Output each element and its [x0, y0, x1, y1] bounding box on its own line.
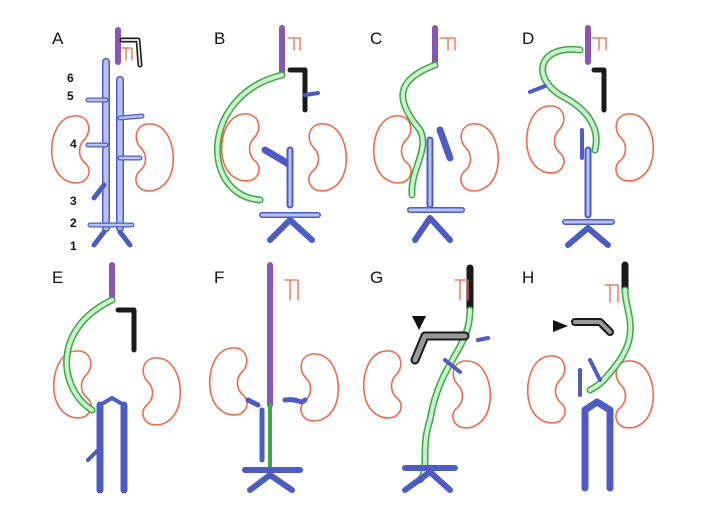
panel-label-h: H [522, 268, 534, 287]
panel-label-d: D [522, 29, 534, 48]
vessel-label-5: 5 [67, 89, 74, 103]
arrowhead-marker [553, 320, 568, 332]
kidney-left [220, 113, 260, 182]
panel-label-e: E [52, 268, 63, 287]
panel-h [526, 261, 655, 492]
vessel-label-3: 3 [70, 194, 77, 208]
panel-labels: A B C D E F G H [52, 29, 534, 287]
vessel-label-4: 4 [70, 137, 77, 151]
arrowhead-marker [412, 316, 426, 330]
kidney-left [362, 350, 402, 419]
panel-e [52, 262, 182, 494]
panel-a: 6 5 4 3 2 1 [50, 27, 175, 253]
kidney-left [372, 115, 412, 184]
kidney-right [308, 123, 348, 192]
vessel-label-6: 6 [67, 71, 74, 85]
panel-f [208, 262, 340, 493]
kidney-right [615, 360, 655, 429]
panel-label-g: G [370, 268, 383, 287]
kidney-left [208, 347, 248, 416]
kidney-right [615, 113, 655, 182]
kidney-left [525, 105, 565, 174]
vessel-label-2: 2 [70, 216, 77, 230]
kidney-left [526, 355, 566, 424]
vessel-label-1: 1 [70, 239, 77, 253]
kidney-right [142, 357, 182, 426]
kidney-right [460, 123, 500, 192]
panel-label-c: C [370, 29, 382, 48]
panel-label-a: A [52, 29, 64, 48]
panel-label-f: F [214, 268, 224, 287]
panel-d [525, 25, 655, 248]
panel-c [372, 25, 500, 243]
panel-b [214, 25, 348, 243]
panel-g [362, 264, 492, 493]
red-vessel-top [121, 47, 133, 61]
panel-label-b: B [214, 29, 225, 48]
kidney-right [300, 353, 340, 422]
